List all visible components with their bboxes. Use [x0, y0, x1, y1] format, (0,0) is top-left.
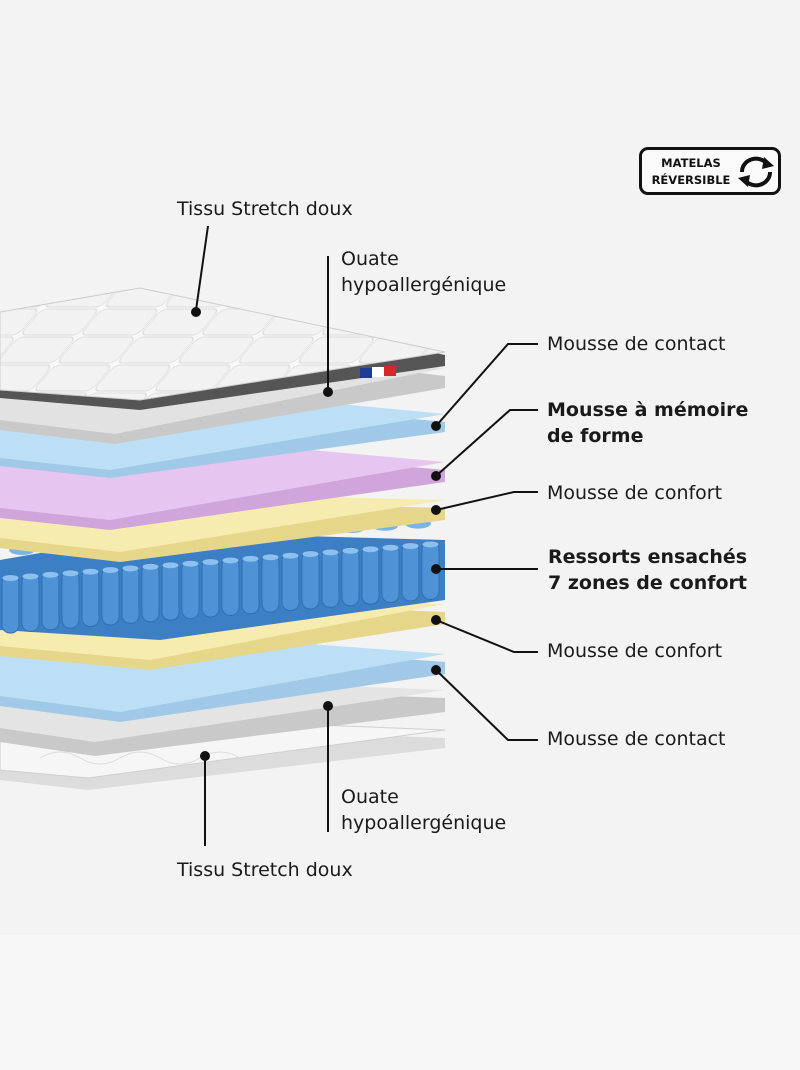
- spring-pocket-top: [82, 568, 99, 575]
- spring-pocket: [1, 574, 20, 634]
- leader-lines: [195, 225, 538, 846]
- spring-pocket-top: [382, 544, 399, 551]
- spring-pocket: [21, 572, 40, 632]
- spring-pocket-top: [282, 552, 299, 559]
- spring-pocket-top: [242, 555, 259, 562]
- spring-pocket-top: [102, 567, 119, 573]
- label-memory-foam-line-1: Mousse à mémoire: [547, 399, 749, 421]
- label-top-fabric: Tissu Stretch doux: [177, 198, 353, 220]
- spring-pocket-top: [22, 573, 39, 580]
- label-pocket-springs: Ressorts ensachés 7 zones de confort: [548, 544, 747, 596]
- label-bottom-contact-foam: Mousse de contact: [547, 728, 726, 750]
- label-pocket-springs-line-1: Ressorts ensachés: [548, 546, 748, 568]
- spring-pocket: [301, 550, 320, 610]
- spring-pocket: [41, 571, 60, 631]
- spring-pocket-top: [142, 563, 159, 570]
- spring-pocket: [141, 563, 160, 623]
- spring-pocket-top: [362, 546, 379, 553]
- spring-pocket: [261, 553, 280, 613]
- spring-pocket: [221, 556, 240, 616]
- spring-pocket: [241, 555, 260, 615]
- badge-line-2: RÉVERSIBLE: [651, 173, 731, 187]
- layer-top-fabric: [0, 287, 446, 410]
- badge-line-1: MATELAS: [661, 156, 721, 170]
- spring-pocket-top: [162, 562, 179, 569]
- leader-dots: [191, 307, 441, 761]
- spring-pocket: [361, 545, 380, 605]
- spring-pocket: [321, 548, 340, 608]
- french-flag-icon: [360, 366, 396, 378]
- spring-pocket-top: [402, 543, 419, 549]
- spring-pocket: [101, 566, 120, 626]
- label-top-comfort-foam: Mousse de confort: [547, 482, 723, 504]
- spring-pocket-top: [222, 557, 239, 564]
- label-top-wadding-line-2: hypoallergénique: [341, 274, 507, 296]
- spring-pocket-top: [62, 570, 79, 577]
- spring-pocket-top: [342, 547, 359, 554]
- reverse-arrows-icon: [738, 156, 774, 188]
- reversible-mattress-badge: MATELAS RÉVERSIBLE: [639, 147, 781, 195]
- spring-pocket-top: [422, 541, 439, 548]
- leader-top-contact-foam: [435, 343, 538, 427]
- spring-pocket: [401, 542, 420, 602]
- badge-text: MATELAS RÉVERSIBLE: [648, 155, 734, 189]
- label-top-wadding-line-1: Ouate: [341, 248, 399, 270]
- label-memory-foam-line-2: de forme: [547, 425, 644, 447]
- label-top-wadding: Ouate hypoallergénique: [341, 246, 506, 298]
- spring-pocket: [61, 569, 80, 629]
- spring-pocket-top: [202, 559, 219, 565]
- leader-bottom-contact-foam: [435, 669, 538, 741]
- spring-pocket: [381, 544, 400, 604]
- leader-memory-foam: [435, 409, 538, 477]
- spring-pocket-top: [182, 560, 199, 567]
- label-memory-foam: Mousse à mémoire de forme: [547, 397, 748, 449]
- spring-pocket-top: [262, 554, 279, 561]
- spring-pocket: [181, 560, 200, 620]
- spring-pocket: [121, 564, 140, 624]
- spring-pocket: [201, 558, 220, 618]
- label-top-contact-foam: Mousse de contact: [547, 333, 726, 355]
- spring-pocket-top: [322, 549, 339, 556]
- leader-top-fabric: [195, 225, 209, 311]
- spring-pocket-top: [122, 565, 139, 572]
- label-bottom-fabric: Tissu Stretch doux: [177, 859, 353, 881]
- spring-pocket-top: [302, 551, 319, 557]
- spring-pocket-top: [2, 575, 19, 581]
- label-pocket-springs-line-2: 7 zones de confort: [548, 572, 747, 594]
- label-bottom-wadding: Ouate hypoallergénique: [341, 784, 506, 836]
- label-bottom-comfort-foam: Mousse de confort: [547, 640, 723, 662]
- spring-pocket: [81, 568, 100, 628]
- leader-top-comfort-foam: [435, 491, 538, 511]
- label-bottom-wadding-line-2: hypoallergénique: [341, 812, 507, 834]
- spring-pocket: [281, 552, 300, 612]
- label-bottom-wadding-line-1: Ouate: [341, 786, 399, 808]
- spring-pocket: [341, 547, 360, 607]
- leader-bottom-comfort-foam: [435, 619, 538, 653]
- spring-pocket-top: [42, 571, 59, 578]
- spring-pocket: [161, 561, 180, 621]
